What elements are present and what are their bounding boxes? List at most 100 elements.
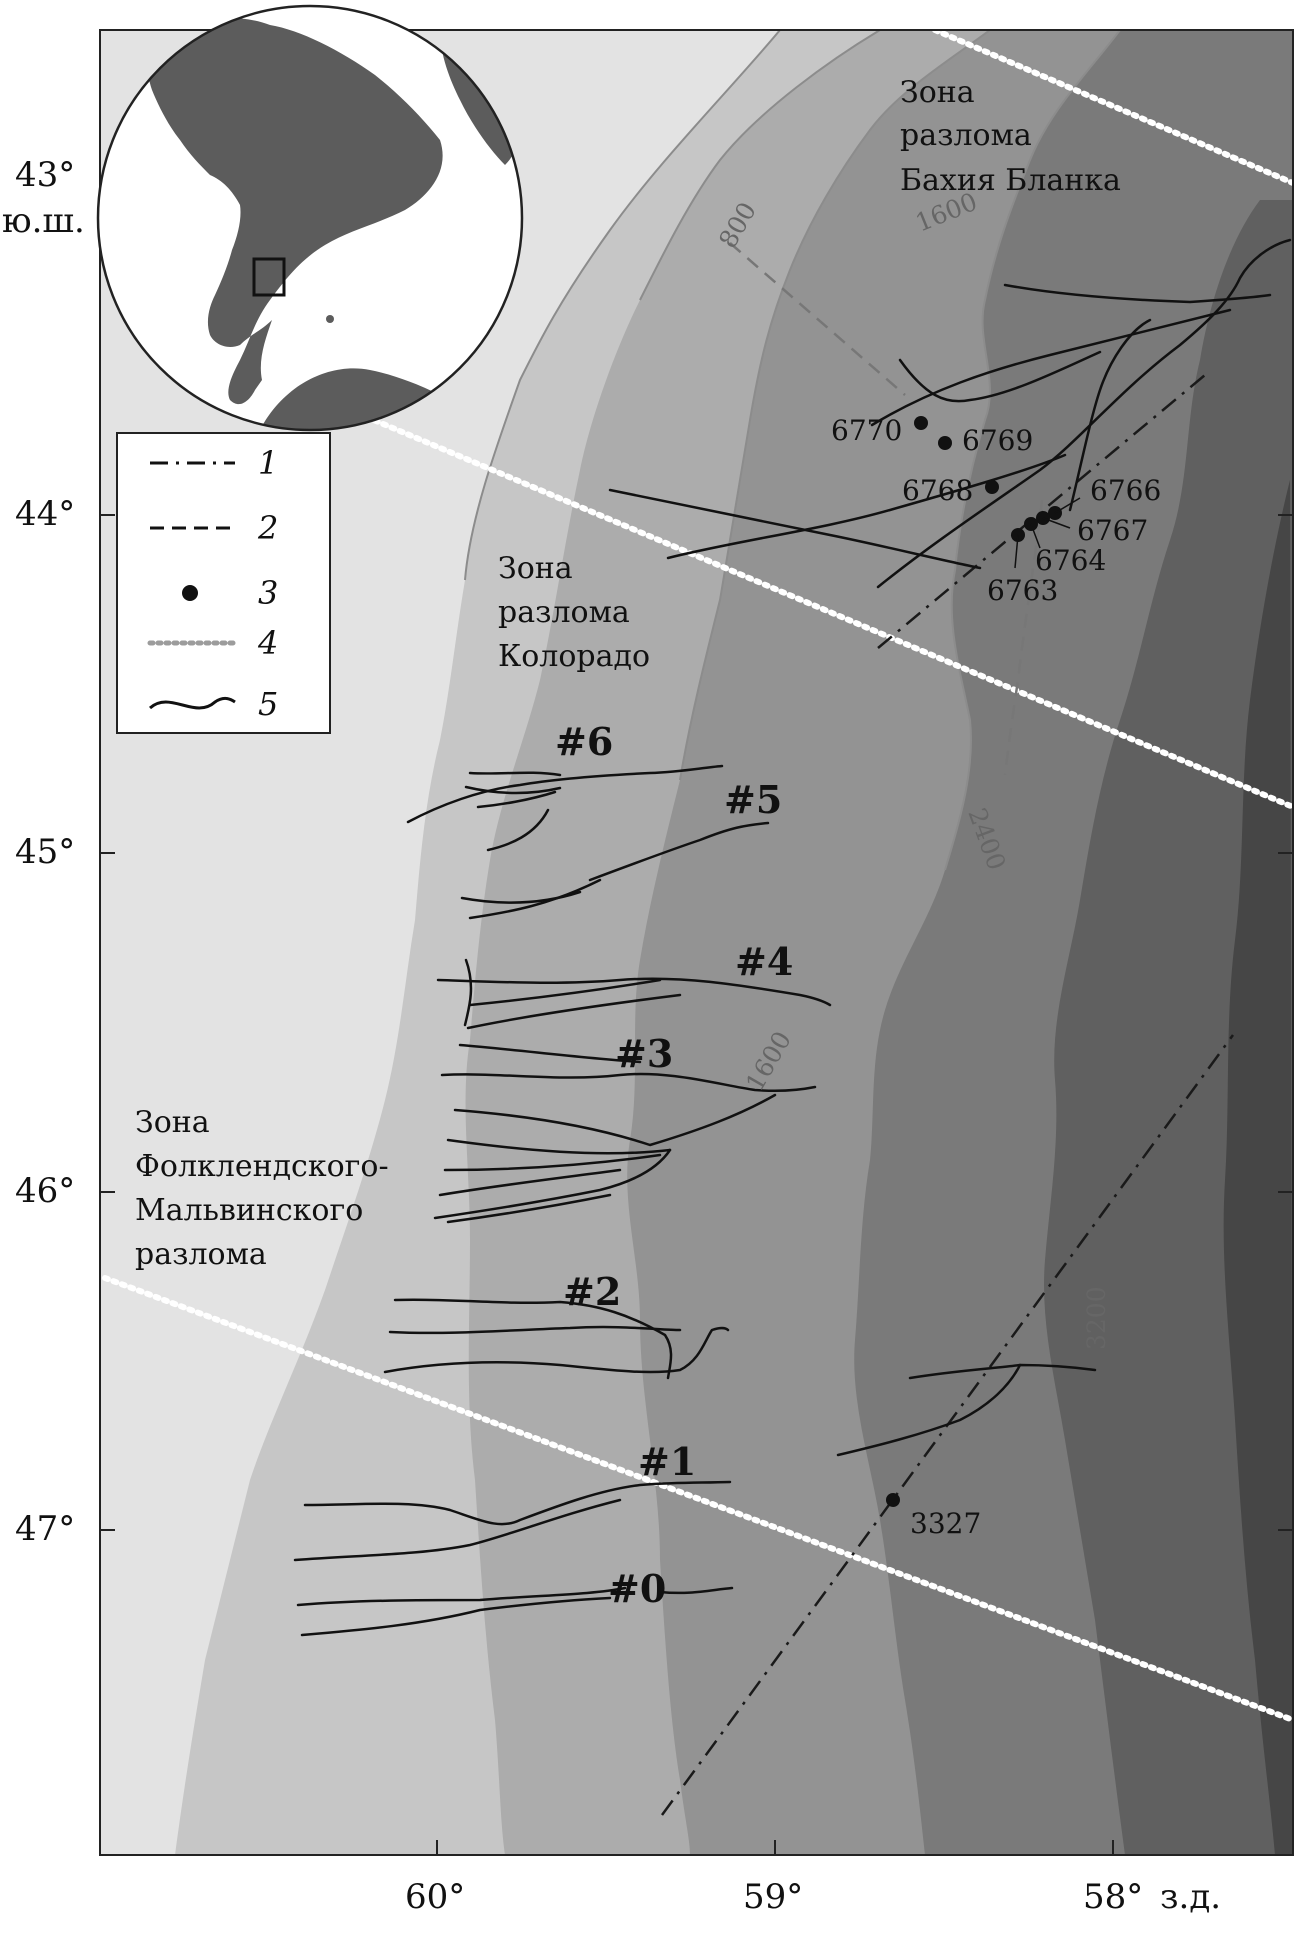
- station-label-6763: 6763: [987, 574, 1058, 607]
- south-america-land: [146, 17, 443, 405]
- channel-north-5: [1003, 283, 1272, 304]
- north-channels: [608, 238, 1292, 589]
- dashed-line-profile: [729, 242, 906, 396]
- legend-label-3: 3: [258, 574, 278, 612]
- channel-1-main: [303, 1480, 732, 1526]
- contour-1600-north: [639, 30, 881, 301]
- channel-se-2: [908, 1363, 1097, 1380]
- channel-6-b1: [468, 771, 562, 777]
- channel-6-b4: [486, 808, 550, 852]
- falkland-label-2: Фолклендского-: [135, 1149, 389, 1184]
- canyon-label-6: #6: [555, 719, 613, 764]
- dashed-line-profile-south: [1003, 499, 1044, 776]
- channel-2-b2: [383, 1326, 730, 1374]
- channel-3-b3: [446, 1138, 672, 1155]
- fracture-zone-bahia-blanca: [932, 30, 1293, 186]
- legend: 1 2 3 4 5: [116, 432, 331, 734]
- lon-label-59: 59°: [743, 1877, 803, 1917]
- fracture-zone-colorado: [347, 407, 1293, 810]
- lat-label-47: 47°: [15, 1509, 75, 1549]
- station-label-6764: 6764: [1035, 544, 1106, 577]
- station-markers: [886, 416, 1062, 1507]
- lon-suffix: з.д.: [1160, 1877, 1221, 1917]
- channel-north-2: [666, 453, 1067, 560]
- legend-label-5: 5: [258, 685, 278, 723]
- contour-3200: [944, 30, 1121, 871]
- station-leader-lines: [1014, 497, 1081, 569]
- station-label-6768: 6768: [902, 474, 973, 507]
- channel-5-b2: [468, 878, 602, 920]
- lon-label-60: 60°: [405, 1877, 465, 1917]
- canyon-label-2: #2: [563, 1269, 621, 1314]
- dashed-lines: [729, 242, 1044, 776]
- falkland-label-3: Мальвинского: [135, 1193, 363, 1228]
- canyon-label-0: #0: [608, 1566, 666, 1611]
- channel-4-b1: [468, 978, 662, 1007]
- bahia-blanca-label-3: Бахия Бланка: [900, 163, 1121, 198]
- falkland-label-4: разлома: [135, 1237, 267, 1272]
- lat-suffix: ю.ш.: [2, 201, 85, 241]
- channel-3-b7: [446, 1193, 612, 1224]
- legend-label-4: 4: [257, 624, 278, 662]
- station-6770-marker: [914, 416, 928, 430]
- depth-zone-5: [1044, 200, 1293, 1855]
- channel-4-b3: [463, 958, 473, 1027]
- channel-6-b2: [464, 785, 562, 795]
- channel-north-4: [898, 350, 1102, 403]
- station-6769-marker: [938, 436, 952, 450]
- station-3327-marker: [886, 1493, 900, 1507]
- channel-4-main: [436, 977, 832, 1007]
- channel-3-b2: [453, 1093, 777, 1147]
- coordinate-labels: 43° ю.ш. 44° 45° 46° 47° 60° 59° 58° з.д…: [2, 155, 1221, 1917]
- channel-3-b1: [458, 1043, 642, 1064]
- lat-label-46: 46°: [15, 1171, 75, 1211]
- channel-2-b1: [388, 1325, 682, 1335]
- study-area-box: [252, 257, 286, 297]
- falkland-label-1: Зона: [135, 1105, 210, 1140]
- channel-3-main: [440, 1072, 817, 1093]
- colorado-label-1: Зона: [498, 551, 573, 586]
- channel-2-main: [393, 1298, 673, 1380]
- lat-label-45: 45°: [15, 832, 75, 872]
- station-label-6767: 6767: [1077, 514, 1148, 547]
- channel-0-main: [296, 1586, 627, 1607]
- canyon-labels: #6 #5 #4 #3 #2 #1 #0: [555, 719, 793, 1611]
- legend-symbol-3: [182, 585, 198, 601]
- fracture-zones: [102, 30, 1293, 1723]
- lat-label-43: 43°: [15, 155, 75, 195]
- fracture-zone-labels: Зона разлома Бахия Бланка Зона разлома К…: [135, 75, 1121, 1272]
- legend-symbol-5: [148, 696, 236, 710]
- channel-north-7: [1068, 318, 1152, 512]
- colorado-label-2: разлома: [498, 595, 630, 630]
- legend-box: [116, 432, 331, 734]
- station-label-6769: 6769: [962, 424, 1033, 457]
- lat-label-44: 44°: [15, 494, 75, 534]
- station-label-6766: 6766: [1090, 474, 1161, 507]
- legend-label-2: 2: [257, 509, 278, 547]
- legend-label-1: 1: [258, 444, 278, 482]
- lon-label-58: 58°: [1083, 1877, 1143, 1917]
- contour-2400: [679, 30, 991, 781]
- channel-north-3: [870, 308, 1232, 427]
- channel-0-b2: [658, 1586, 734, 1595]
- station-6768-marker: [985, 480, 999, 494]
- contour-lines: [464, 30, 1121, 871]
- map-frame: [99, 29, 1294, 1856]
- channel-5-main: [588, 821, 770, 882]
- depth-zone-6: [1223, 480, 1293, 1855]
- canyon-label-5: #5: [724, 777, 782, 822]
- south-georgia-land: [329, 318, 333, 322]
- channel-1-b1: [293, 1498, 622, 1562]
- canyon-label-4: #4: [735, 939, 793, 984]
- colorado-label-3: Колорадо: [498, 639, 650, 674]
- station-labels: 6770 6769 6768 6766 6767 6764 6763 3327: [831, 414, 1161, 1540]
- channel-se-1: [836, 1363, 1022, 1457]
- contour-label-3200: 3200: [1082, 1286, 1111, 1350]
- canyon-label-3: #3: [615, 1031, 673, 1076]
- south-channels: [293, 764, 1097, 1637]
- contour-800: [464, 30, 781, 581]
- channel-north-6: [876, 238, 1292, 589]
- bahia-blanca-label-1: Зона: [900, 75, 975, 110]
- station-label-3327: 3327: [910, 1507, 981, 1540]
